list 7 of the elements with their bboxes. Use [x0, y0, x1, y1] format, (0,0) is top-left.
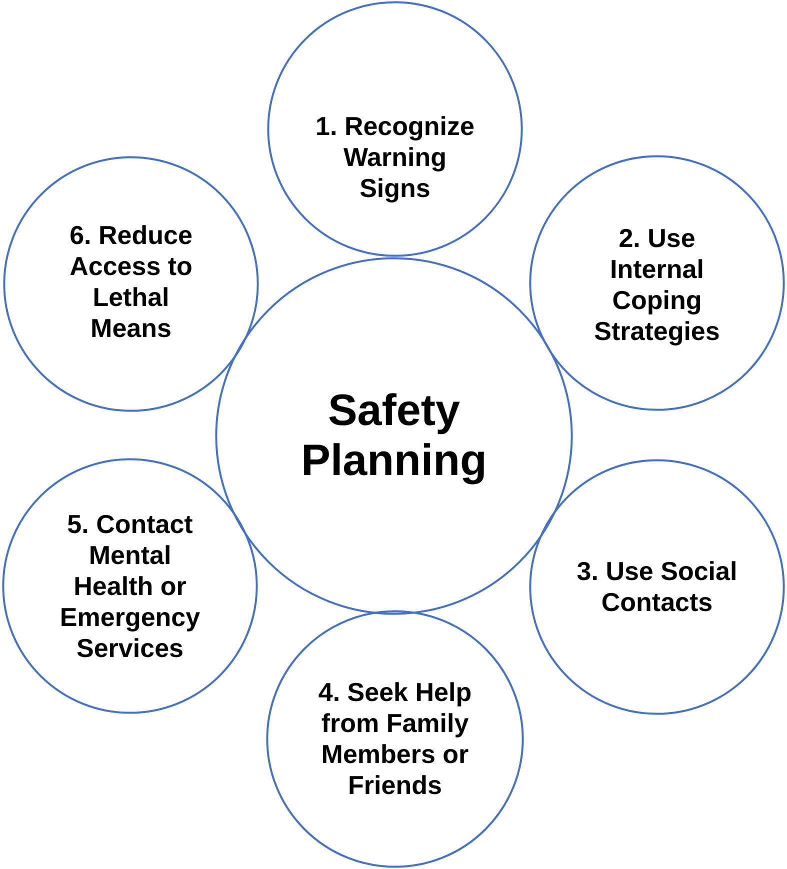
- step-label: 6. Reduce Access to Lethal Means: [68, 220, 194, 344]
- step-label: 3. Use Social Contacts: [576, 556, 738, 618]
- step-label: 2. Use Internal Coping Strategies: [593, 223, 721, 347]
- step-label: 4. Seek Help from Family Members or Friends: [317, 677, 473, 801]
- hub-title: Safety Planning: [300, 386, 488, 486]
- step-label: 1. Recognize Warning Signs: [314, 110, 476, 204]
- step-label: 5. Contact Mental Health or Emergency Services: [58, 508, 202, 664]
